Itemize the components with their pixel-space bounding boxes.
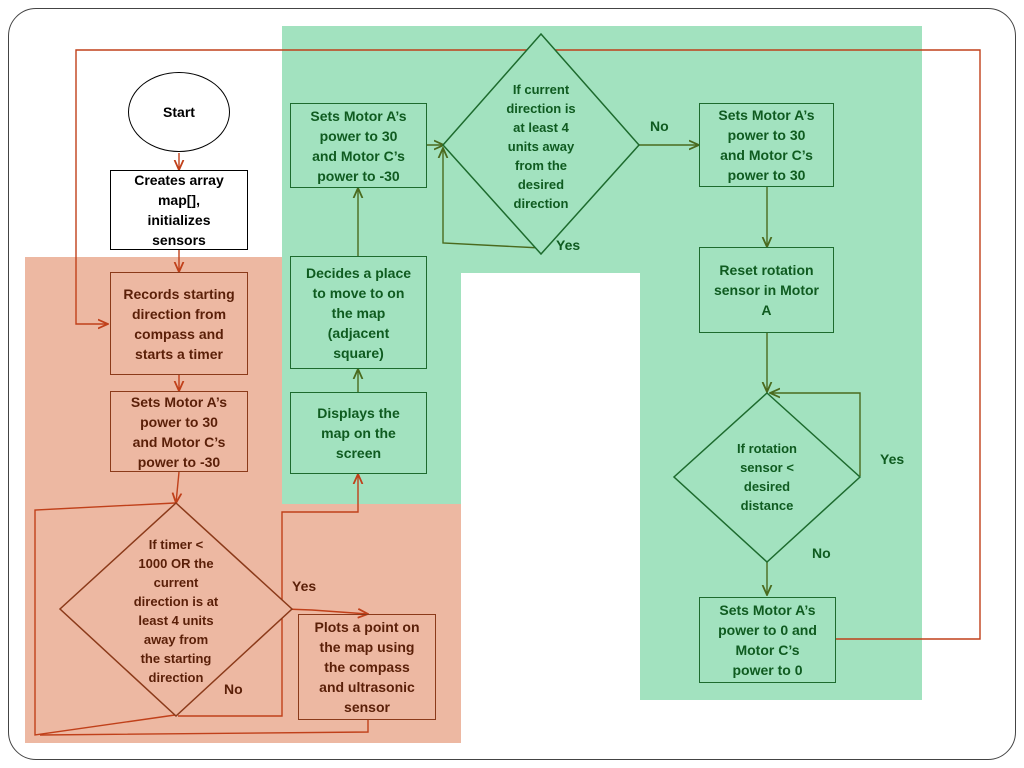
motor-forward-box: Sets Motor A’s power to 30 and Motor C’s… (699, 103, 834, 187)
green-region-right (640, 26, 922, 700)
timer-no-label: No (224, 681, 243, 697)
loop-direction-yes (443, 148, 542, 249)
arrow-decision-to-display (178, 474, 358, 717)
arrow-yes-to-plot (284, 609, 368, 614)
direction-decision-diamond (441, 32, 641, 256)
timer-yes-label: Yes (292, 578, 317, 594)
arrow-motor1-to-decision (176, 471, 179, 503)
decide-place-box: Decides a place to move to on the map (a… (290, 256, 427, 369)
direction-decision-text: If current direction is at least 4 units… (506, 81, 576, 211)
start-node: Start (128, 72, 230, 152)
rotation-yes-label: Yes (880, 451, 905, 467)
direction-yes-label: Yes (556, 237, 581, 253)
init-box: Creates array map[], initializes sensors (110, 170, 248, 250)
timer-decision-diamond (58, 501, 294, 718)
direction-no-label: No (650, 118, 669, 134)
rotation-decision-diamond (672, 391, 862, 564)
timer-decision-text: If timer < 1000 OR the current direction… (133, 537, 219, 685)
record-direction-box: Records starting direction from compass … (110, 272, 248, 375)
display-map-box: Displays the map on the screen (290, 392, 427, 474)
loop-no-back (34, 502, 176, 736)
rotation-decision-text: If rotation sensor < desired distance (737, 441, 797, 513)
loop-rotation-yes (770, 393, 861, 476)
motor-stop-box: Sets Motor A’s power to 0 and Motor C’s … (699, 597, 836, 683)
plot-point-box: Plots a point on the map using the compa… (298, 614, 436, 720)
arrow-plot-to-display (39, 720, 369, 736)
reset-rotation-box: Reset rotation sensor in Motor A (699, 247, 834, 333)
motor-turn-box-1: Sets Motor A’s power to 30 and Motor C’s… (110, 391, 248, 472)
motor-turn-box-2: Sets Motor A’s power to 30 and Motor C’s… (290, 103, 427, 188)
white-cutout (461, 273, 640, 753)
rotation-no-label: No (812, 545, 831, 561)
